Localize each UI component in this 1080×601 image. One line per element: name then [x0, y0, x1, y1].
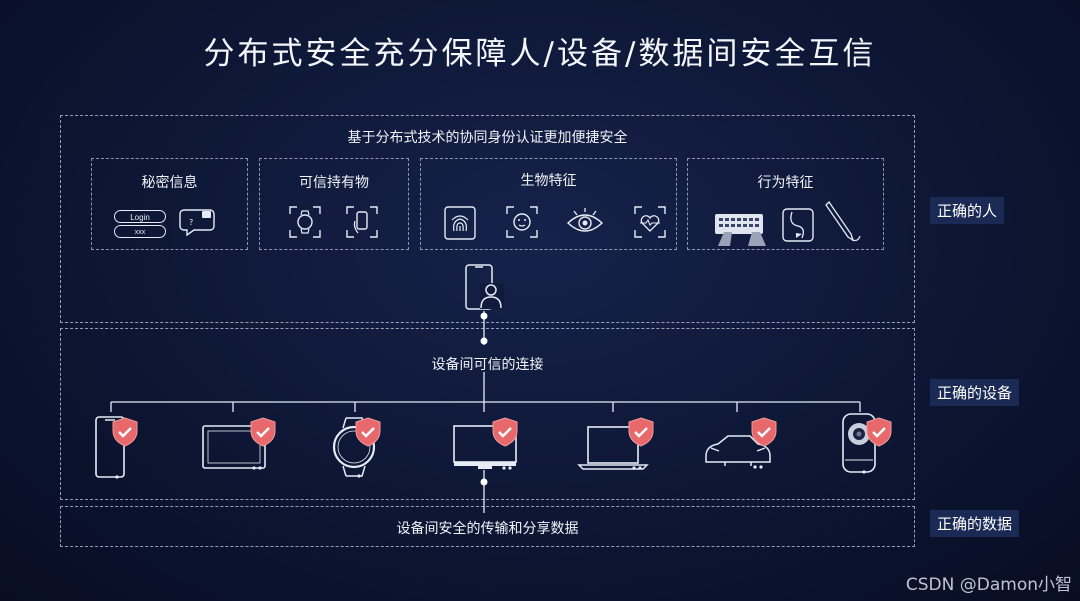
- side-label-person: 正确的人: [930, 197, 1005, 224]
- shield-check-icon: [866, 417, 892, 451]
- login-field-icon: Login: [114, 208, 166, 227]
- camera-device-icon: [840, 412, 890, 482]
- face-icon: [506, 206, 538, 242]
- group-label-trusted: 可信持有物: [299, 175, 369, 191]
- shield-check-icon: [112, 417, 138, 451]
- group-behavior: [687, 158, 884, 250]
- watch-icon: [289, 206, 321, 242]
- person-section: [60, 115, 915, 323]
- shield-check-icon: [355, 417, 381, 451]
- page-title: 分布式安全充分保障人/设备/数据间安全互信: [203, 36, 877, 72]
- data-section: [60, 506, 915, 547]
- keyboard-typing-icon: [714, 210, 768, 252]
- group-label-secret: 秘密信息: [141, 175, 198, 191]
- watch-device-icon: [330, 414, 390, 488]
- phone-user-icon: [464, 263, 504, 315]
- phone-hand-icon: [346, 206, 378, 242]
- shield-check-icon: [492, 417, 518, 451]
- watermark: CSDN @Damon小智: [905, 575, 1072, 595]
- group-label-biometrics: 生物特征: [520, 173, 577, 189]
- side-label-device: 正确的设备: [930, 379, 1020, 406]
- phone-device-icon: [95, 415, 145, 485]
- shield-check-icon: [250, 417, 276, 451]
- group-secret-info: [91, 158, 248, 250]
- shield-check-icon: [628, 417, 654, 451]
- fingerprint-icon: [444, 206, 476, 244]
- monitor-device-icon: [452, 422, 522, 476]
- password-field-icon: xxx: [114, 223, 166, 242]
- eye-icon: [566, 206, 604, 242]
- shield-check-icon: [751, 417, 777, 451]
- chat-lock-icon: ?: [179, 206, 216, 240]
- password-text: xxx: [135, 229, 146, 236]
- side-label-data: 正确的数据: [930, 510, 1020, 537]
- gesture-icon: [782, 208, 814, 246]
- stylus-icon: [825, 200, 862, 248]
- heartbeat-icon: [634, 206, 666, 242]
- car-device-icon: [703, 428, 773, 474]
- group-biometrics: [420, 158, 677, 250]
- tablet-device-icon: [202, 424, 268, 476]
- data-section-heading: 设备间安全的传输和分享数据: [396, 521, 579, 537]
- device-section: [60, 328, 915, 500]
- group-trusted-items: [259, 158, 409, 250]
- login-text: Login: [130, 213, 150, 222]
- person-section-heading: 基于分布式技术的协同身份认证更加便捷安全: [347, 130, 628, 146]
- svg-text:?: ?: [189, 218, 193, 227]
- device-section-heading: 设备间可信的连接: [431, 357, 544, 373]
- group-label-behavior: 行为特征: [757, 175, 814, 191]
